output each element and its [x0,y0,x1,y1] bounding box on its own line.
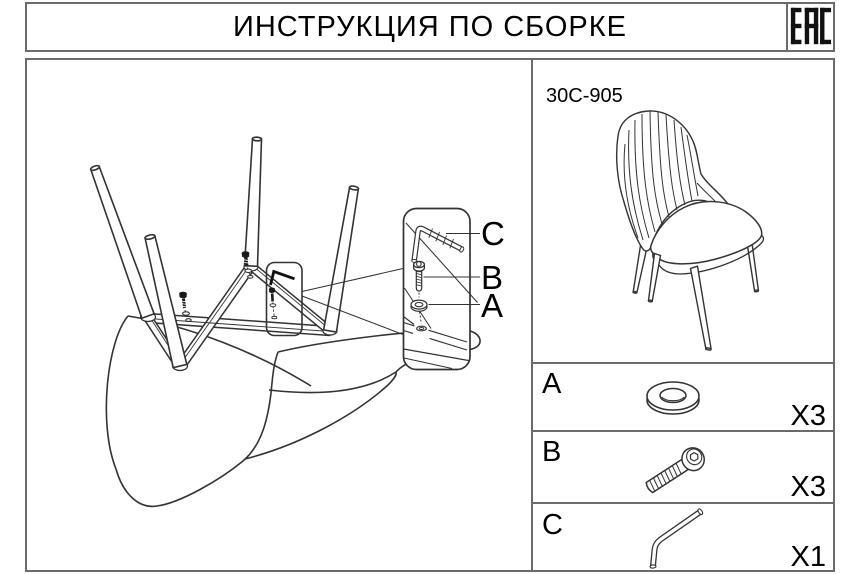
screw-icon [645,447,705,494]
chair-legs [89,136,360,369]
part-row-b-qty: X3 [790,471,826,503]
hardware-callout-small [265,261,303,337]
model-number: 30С-905 [546,85,623,107]
row-divider [533,362,833,364]
washer-icon [646,381,700,415]
part-row-b-label: B [542,436,562,468]
washer-detail-icon [410,299,428,324]
chair-front-legs [647,252,712,351]
header: ИНСТРУКЦИЯ ПО СБОРКЕ [25,2,835,52]
screw-insert-left [179,291,192,322]
part-row-c-qty: X1 [790,541,826,573]
screw-insert-center [241,251,254,279]
allen-key-mini-icon [269,269,295,286]
frame-section-detail [403,316,469,370]
detail-labels: C B A [481,215,505,324]
callout-leader-lines [301,267,404,335]
leg-cross-frame [139,261,338,372]
page-title: ИНСТРУКЦИЯ ПО СБОРКЕ [232,11,628,43]
allen-key-detail-icon [411,225,465,264]
assembly-diagram: C B A [89,136,505,508]
detail-label-c: C [481,215,505,252]
part-row-a-label: A [542,368,562,400]
allen-key-icon [649,508,704,569]
row-divider [533,502,833,504]
eac-cell [786,4,833,50]
part-row-a-qty: X3 [790,400,826,432]
backrest-stitch-lines [623,111,727,241]
detail-label-a: A [481,287,503,324]
screw-detail-icon [412,260,426,298]
eac-mark-icon [790,7,832,45]
hardware-detail-box [402,207,480,371]
part-row-c-label: C [542,509,563,541]
chair-backrest [615,110,738,252]
detail-label-b: B [481,259,503,296]
label-leader-lines [423,232,480,306]
row-divider [533,430,833,432]
vertical-divider [531,60,533,570]
assembled-chair-drawing [615,110,765,351]
